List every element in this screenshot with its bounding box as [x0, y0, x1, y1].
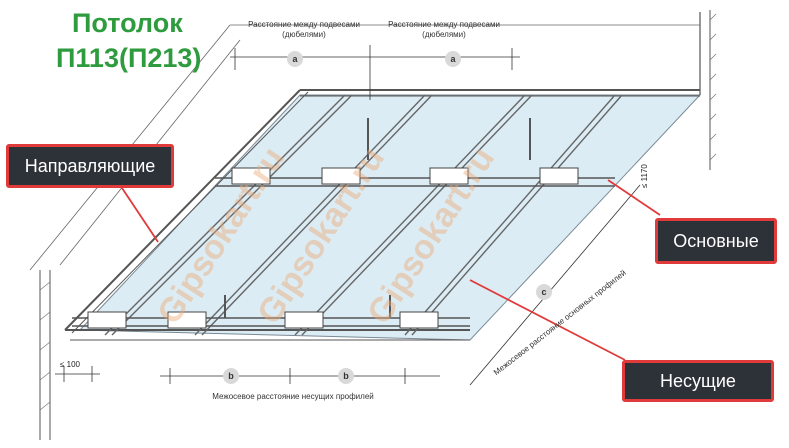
bearing-leader: [469, 279, 626, 361]
diagram-title-line1: Потолок: [72, 8, 183, 38]
callout-guides: Направляющие: [6, 144, 174, 188]
hanger-distance-label-1: Расстояние между подвесами (дюбелями): [248, 20, 360, 39]
marker-b-1: b: [223, 368, 239, 384]
guides-leader: [119, 184, 159, 243]
connector: [284, 311, 324, 329]
connector: [429, 167, 469, 185]
diagram-title-line2: П113(П213): [56, 43, 202, 73]
main-leader: [607, 179, 661, 216]
bearing-profile: [194, 94, 426, 336]
hanger-distance-label-2: Расстояние между подвесами (дюбелями): [388, 20, 500, 39]
connector: [539, 167, 579, 185]
connector: [321, 167, 361, 185]
connector: [399, 311, 439, 329]
bearing-profile: [294, 94, 526, 336]
marker-c: c: [536, 284, 552, 300]
connector: [231, 167, 271, 185]
marker-a-1: a: [287, 51, 303, 67]
guide-profile-left: [64, 89, 301, 331]
bearing-profile: [104, 94, 346, 336]
edge-dimension: ≤ 100: [60, 360, 80, 369]
callout-main: Основные: [655, 218, 777, 264]
marker-a-2: a: [445, 51, 461, 67]
connector: [167, 311, 207, 329]
bearing-spacing-label: Межосевое расстояние несущих профилей: [212, 392, 374, 401]
max-span-dimension: ≤ 1170: [640, 164, 649, 188]
callout-bearing: Несущие: [622, 360, 774, 402]
connector: [87, 311, 127, 329]
marker-b-2: b: [338, 368, 354, 384]
bearing-profile: [404, 94, 616, 336]
